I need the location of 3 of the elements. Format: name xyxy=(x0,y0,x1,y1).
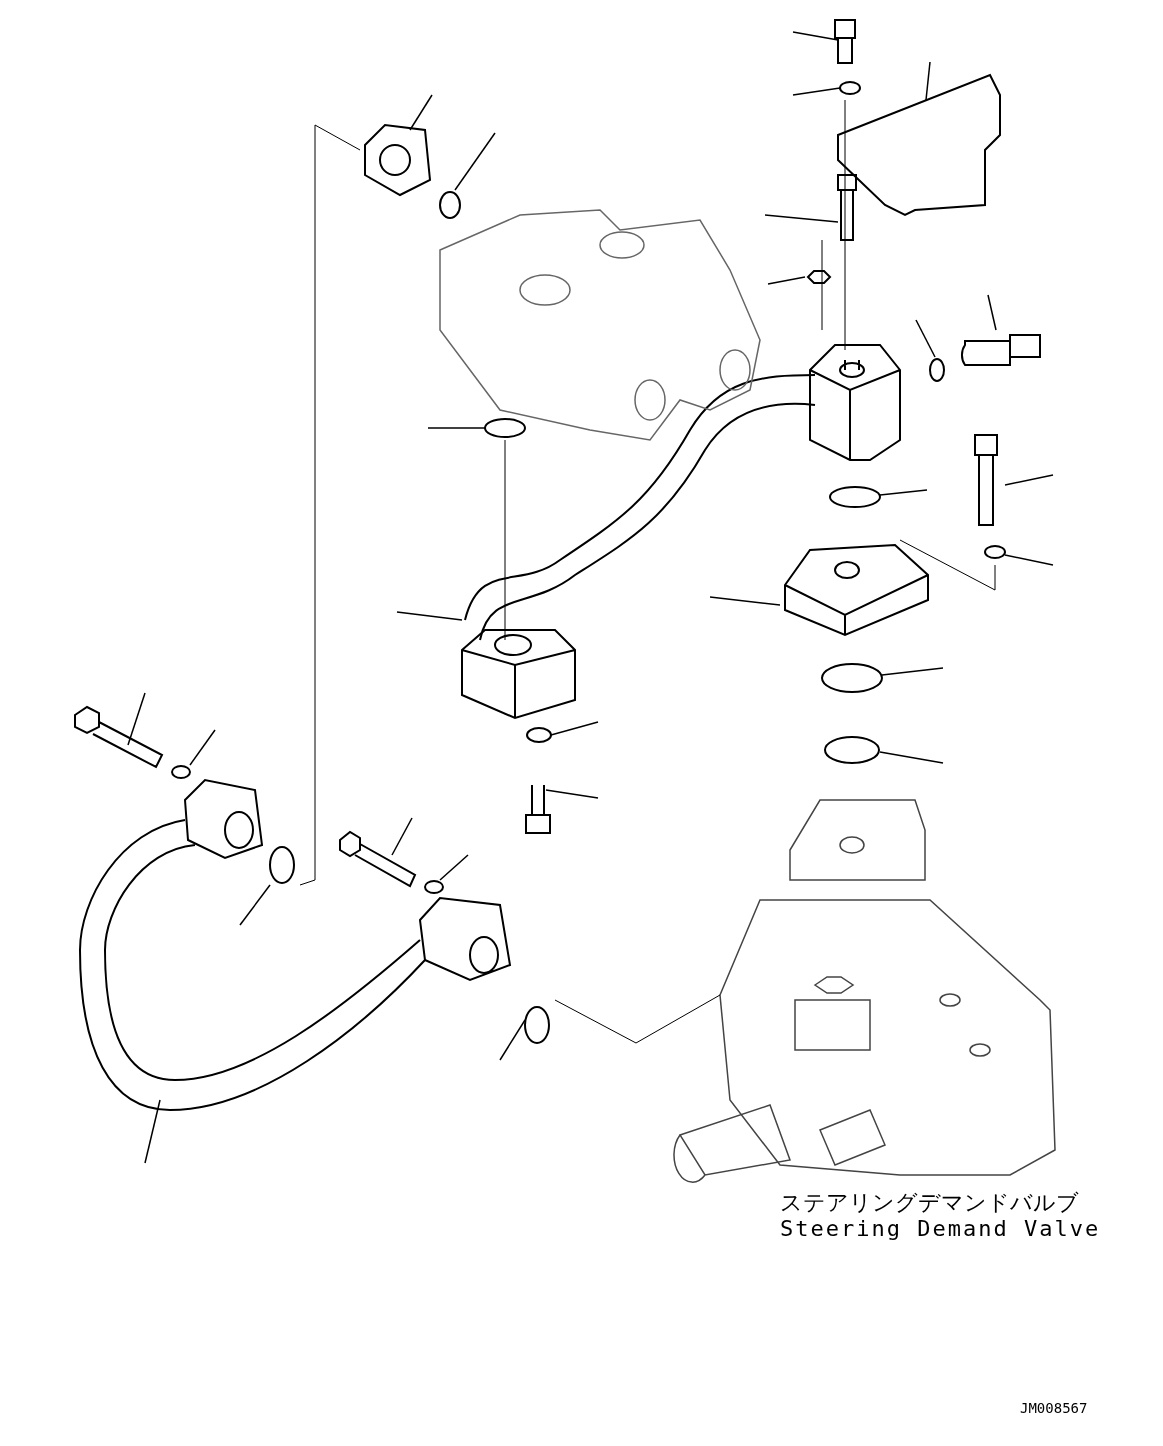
part-name: ステアリングデマンドバルブ xyxy=(780,1189,1079,1217)
drawing-number: JM008567 xyxy=(1020,1400,1088,1416)
part-name: Steering Demand Valve xyxy=(780,1216,1101,1241)
